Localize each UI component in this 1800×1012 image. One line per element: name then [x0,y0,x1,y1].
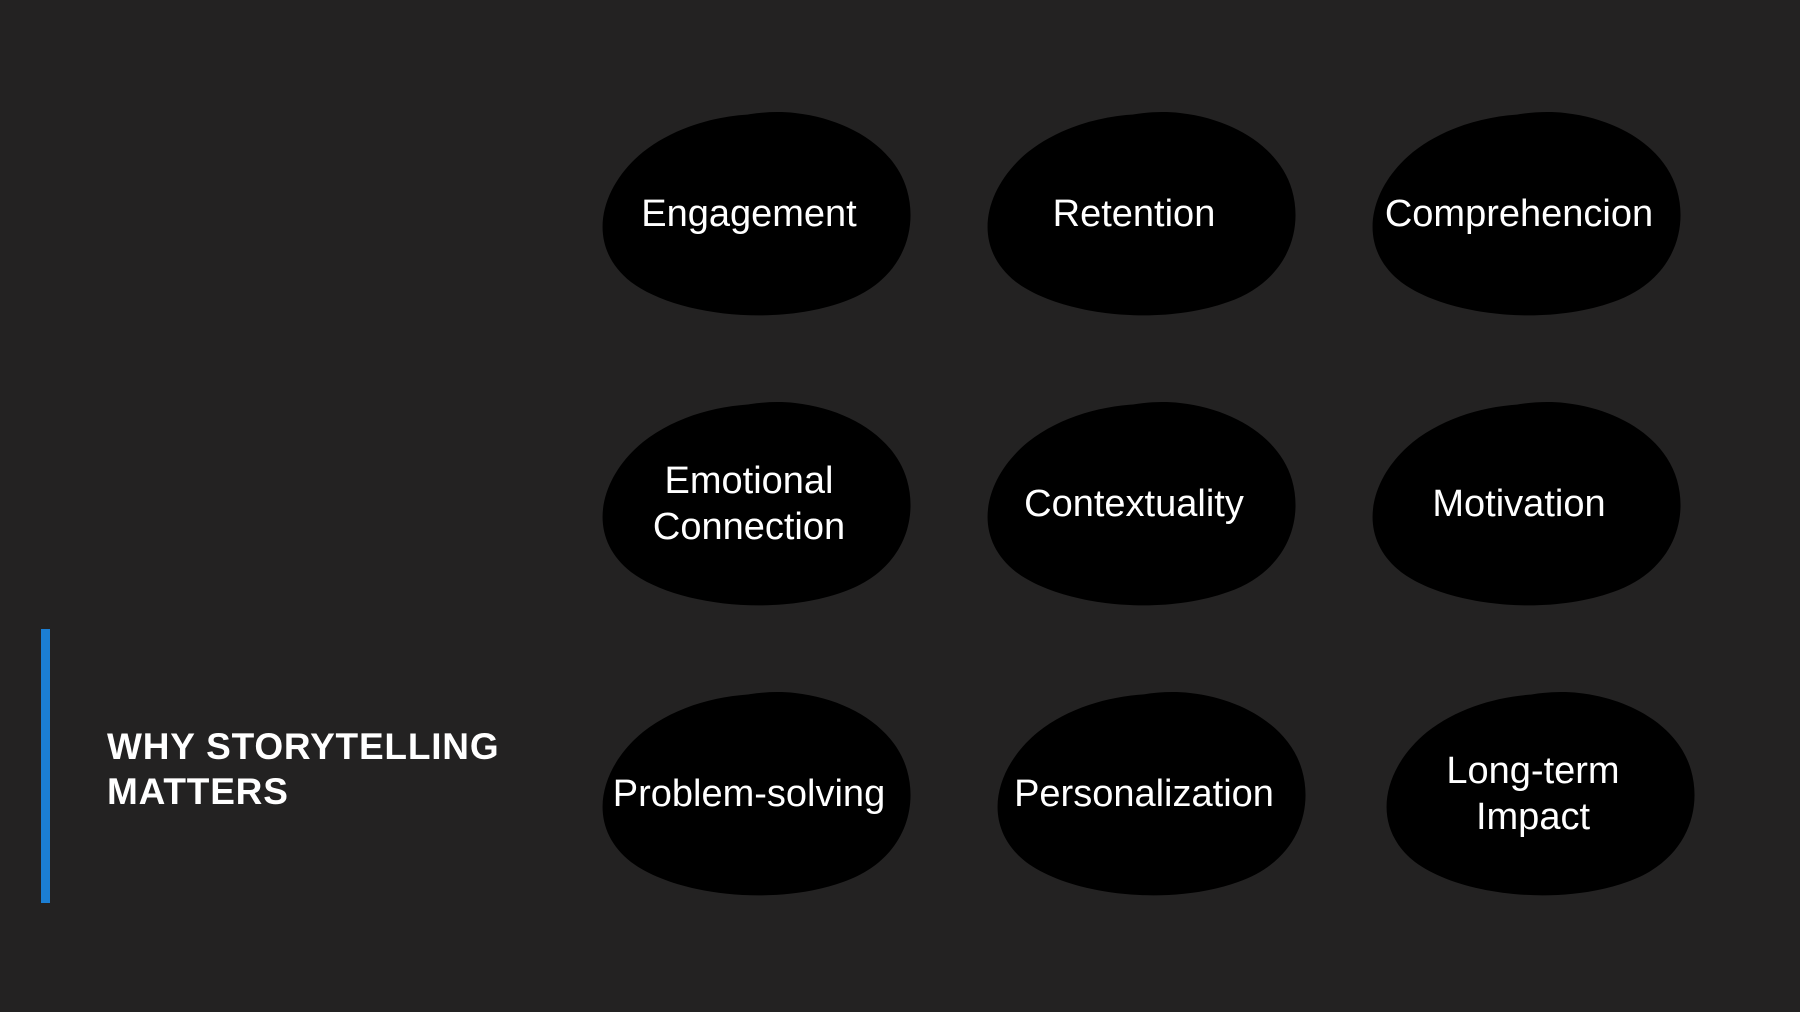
concept-circle-emotional-connection: Emotional Connection [557,388,942,678]
concept-circle-problem-solving: Problem-solving [557,678,942,968]
concept-label: Comprehencion [1384,193,1654,235]
concept-circle-contextuality: Contextuality [942,388,1327,678]
concept-circle-retention: Retention [942,98,1327,388]
concept-label: Contextuality [1024,483,1244,525]
concept-label: Long-term Impact [1446,750,1620,838]
concept-label: Personalization [1014,773,1274,815]
concept-label: Retention [1052,193,1216,235]
title-accent-bar [41,629,50,903]
slide-title: WHY STORYTELLING MATTERS [107,726,500,812]
concept-label: Engagement [641,193,857,235]
concept-circle-engagement: Engagement [557,98,942,388]
concept-grid: Engagement Retention Comprehencion Emoti… [557,98,1712,968]
concept-circle-comprehencion: Comprehencion [1327,98,1712,388]
concept-circle-personalization: Personalization [952,678,1337,968]
concept-label: Problem-solving [612,773,886,815]
concept-circle-long-term-impact: Long-term Impact [1341,678,1726,968]
concept-circle-motivation: Motivation [1327,388,1712,678]
concept-label: Motivation [1432,483,1606,525]
concept-label: Emotional Connection [652,460,846,548]
